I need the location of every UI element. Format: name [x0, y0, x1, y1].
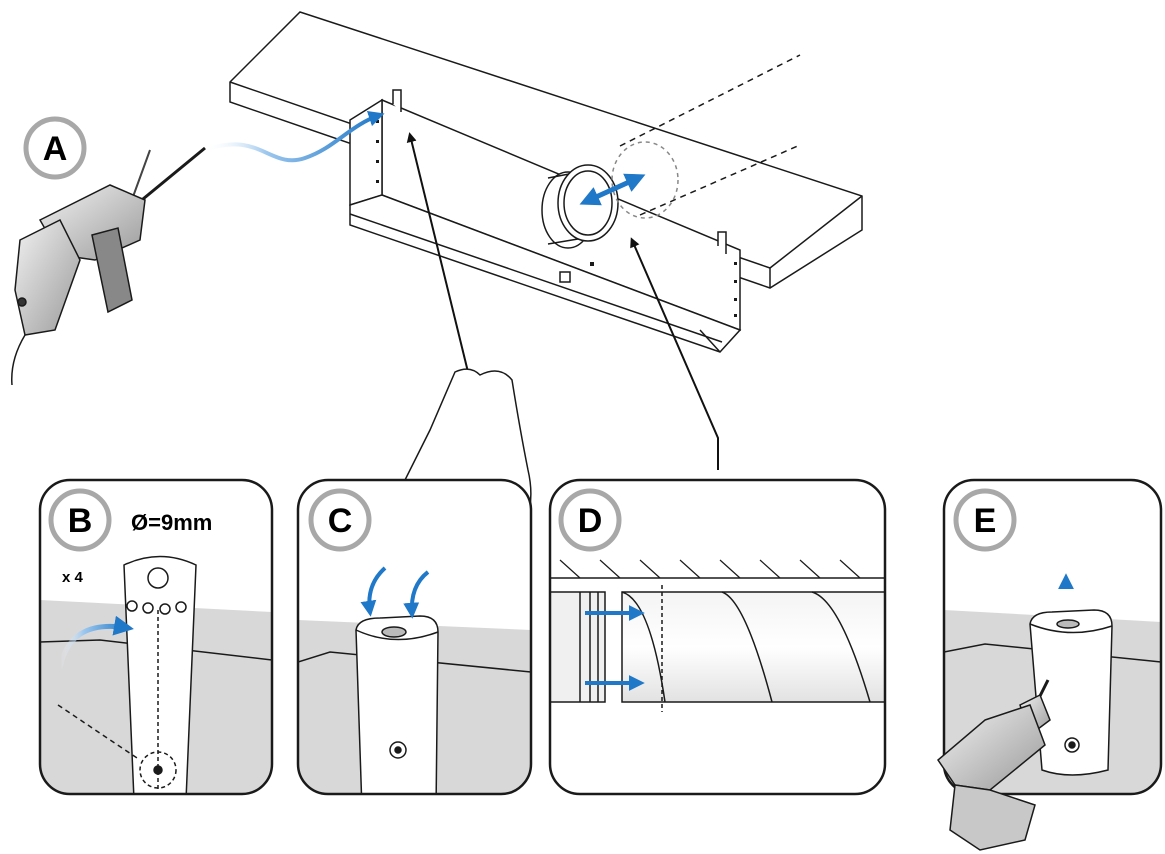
quantity-label: x 4 [62, 569, 84, 586]
panel-c [296, 478, 533, 796]
badge-b: B [48, 488, 112, 552]
panel-b: Ø=9mm x 4 [38, 478, 274, 796]
press-arrows [360, 566, 430, 619]
duct-icon [550, 585, 885, 712]
bracket-icon [1029, 609, 1113, 776]
callout-lines [406, 132, 719, 470]
screwdriver-drill-icon [937, 679, 1051, 851]
drill-arrow [204, 110, 385, 163]
connect-arrow [579, 173, 646, 206]
insert-arrows [585, 605, 645, 691]
panel-e-frame [942, 478, 1163, 796]
hammer-drill-icon [11, 146, 206, 386]
duct-path [611, 54, 801, 219]
diameter-label: Ø=9mm [131, 510, 212, 535]
panel-b-frame [38, 478, 274, 796]
panel-c-frame [296, 478, 533, 796]
badge-a: A [23, 116, 87, 180]
svg-text:A: A [43, 130, 68, 168]
bracket-icon [355, 615, 439, 794]
panel-d-frame [548, 478, 887, 796]
bracket-icon [57, 555, 197, 794]
svg-text:D: D [578, 502, 603, 540]
badge-c: C [308, 488, 372, 552]
svg-text:E: E [974, 502, 997, 540]
svg-text:C: C [328, 502, 353, 540]
badge-e: E [953, 488, 1017, 552]
svg-text:B: B [68, 502, 93, 540]
badge-d: D [558, 488, 622, 552]
rotate-arrow [57, 615, 134, 669]
